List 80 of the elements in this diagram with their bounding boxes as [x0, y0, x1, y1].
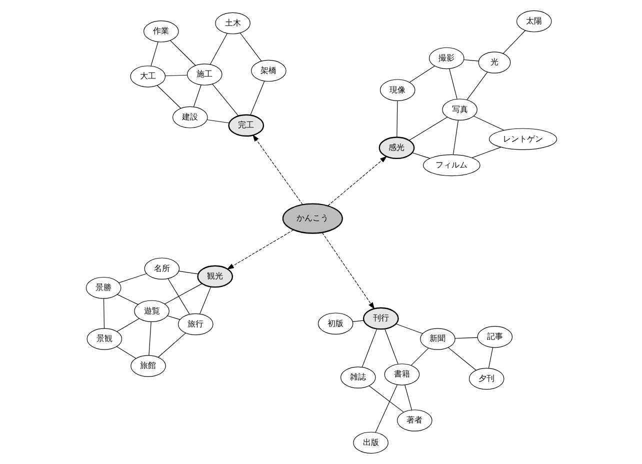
connector — [384, 328, 398, 364]
node-ellipse: 土木 — [214, 12, 250, 34]
node-ellipse: 書籍 — [384, 364, 420, 386]
node-ellipse: かんこう — [282, 203, 342, 234]
connector — [447, 347, 476, 370]
connector — [212, 84, 238, 116]
connector — [156, 85, 181, 109]
connector — [502, 30, 526, 54]
connector — [396, 100, 398, 138]
node-ellipse: 出版 — [352, 432, 388, 454]
node-ellipse: 旅行 — [177, 313, 213, 336]
connector — [116, 346, 136, 359]
node-ellipse: 夕刊 — [468, 368, 504, 390]
connector — [148, 322, 151, 356]
node-ellipse: 著者 — [396, 410, 432, 432]
connector — [158, 332, 186, 358]
node-ellipse: 新聞 — [420, 328, 455, 350]
connector — [352, 320, 364, 322]
connector — [408, 116, 448, 141]
connector — [463, 59, 478, 62]
node-ellipse: 遊覧 — [134, 300, 169, 322]
connector — [102, 298, 104, 329]
connector — [116, 318, 140, 332]
node-ellipse: 架橋 — [250, 60, 286, 82]
node-ellipse: 撮影 — [428, 47, 464, 70]
node-ellipse: 景観 — [86, 328, 122, 350]
node-ellipse: 現像 — [379, 79, 415, 101]
arrow — [327, 156, 387, 206]
connector — [166, 315, 180, 320]
connector — [471, 146, 501, 158]
connector — [199, 286, 211, 314]
connector — [164, 283, 202, 304]
node-ellipse: 施工 — [186, 64, 222, 86]
arrow — [321, 232, 374, 310]
node-ellipse: フィルム — [422, 154, 480, 176]
connector — [164, 74, 188, 76]
node-ellipse: 太陽 — [516, 10, 552, 32]
connector — [368, 385, 404, 412]
arrow — [226, 230, 294, 270]
arrow — [252, 134, 302, 205]
connector — [192, 84, 201, 108]
connector — [170, 40, 196, 66]
node-ellipse: 建設 — [172, 106, 208, 128]
node-ellipse: 旅館 — [130, 355, 166, 377]
connector — [488, 347, 493, 368]
node-ellipse: 写真 — [442, 98, 477, 120]
node-ellipse: レントゲン — [488, 128, 557, 150]
connector — [239, 32, 262, 62]
connector — [118, 273, 146, 284]
node-ellipse: 雑誌 — [340, 366, 376, 388]
connector — [206, 119, 230, 124]
connector — [472, 116, 504, 131]
connector — [361, 328, 377, 368]
node-ellipse: 記事 — [476, 326, 512, 348]
connector — [395, 324, 423, 334]
connector — [412, 152, 430, 159]
connector — [454, 337, 478, 339]
connector — [452, 120, 458, 155]
connector — [410, 348, 428, 366]
connector — [209, 33, 228, 65]
connector — [150, 42, 158, 66]
node-ellipse: 光 — [478, 52, 510, 74]
connector — [250, 80, 264, 116]
node-ellipse: 作業 — [143, 20, 178, 42]
node-ellipse: 刊行 — [362, 307, 398, 330]
node-ellipse: 観光 — [196, 265, 233, 288]
node-ellipse: 完工 — [228, 114, 264, 137]
connector — [408, 66, 434, 83]
connector — [448, 68, 457, 100]
connector — [116, 294, 138, 305]
connector — [178, 270, 198, 274]
connector — [466, 72, 488, 100]
node-ellipse: 大工 — [130, 66, 166, 88]
node-ellipse: 名所 — [144, 258, 180, 280]
connector — [167, 278, 190, 315]
connector — [374, 384, 398, 433]
connector — [404, 384, 412, 410]
node-ellipse: 感光 — [378, 136, 414, 160]
node-ellipse: 初版 — [317, 312, 353, 334]
node-ellipse: 景勝 — [85, 276, 121, 299]
